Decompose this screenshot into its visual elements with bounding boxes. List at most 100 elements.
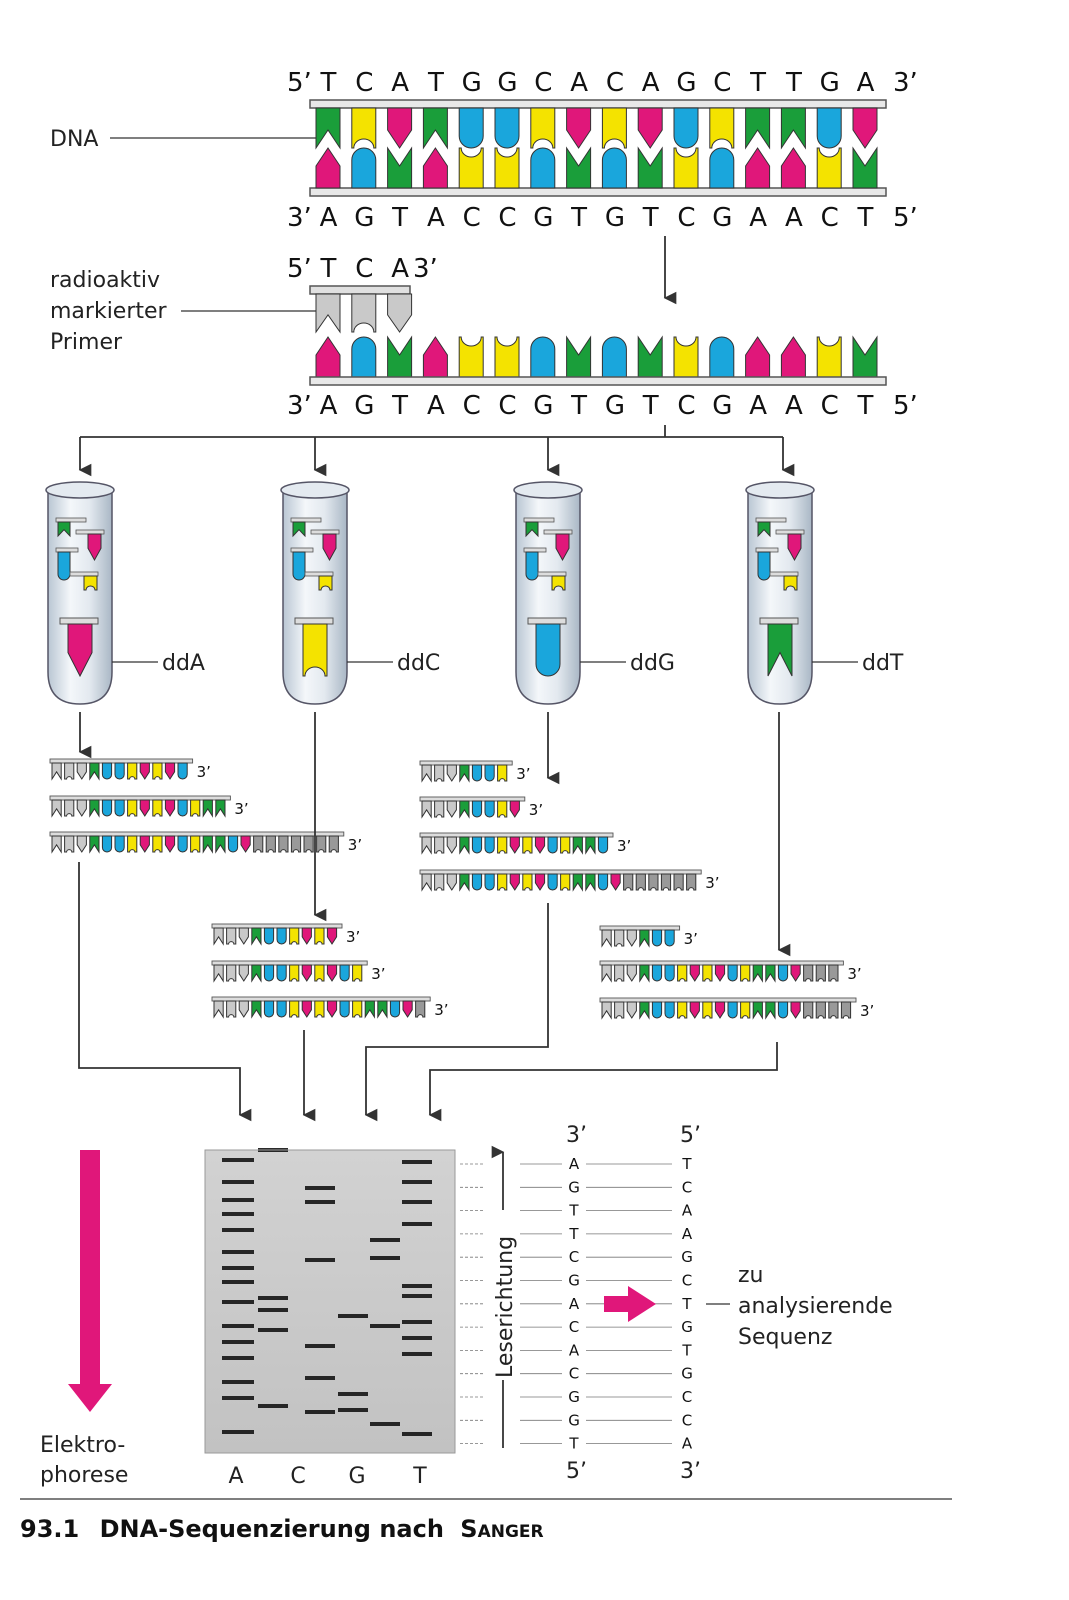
fragment-base-G: [471, 764, 483, 782]
fragment-base-C: [434, 764, 445, 782]
read-right-base: T: [681, 1295, 692, 1313]
reading-direction-label: Leserichtung: [493, 1236, 518, 1378]
gel-band: [402, 1284, 432, 1288]
read-right-top: 5’: [680, 1123, 701, 1148]
primer-label-line3: Primer: [50, 330, 123, 355]
fragment-base-G: [597, 836, 609, 854]
read-left-base: G: [568, 1178, 580, 1196]
fragment-base-C: [127, 799, 138, 817]
fragment-base-G: [664, 929, 675, 947]
fragment-base-T: [421, 764, 432, 783]
fragment-base-undefined: [815, 964, 826, 982]
fragment-base-C: [226, 927, 237, 945]
bottom-base-A: [780, 147, 806, 189]
gel-band: [402, 1200, 432, 1204]
fragment-base-G: [471, 873, 483, 891]
tube-nucleotide-T: [292, 521, 306, 538]
fragment-base-T: [601, 964, 612, 983]
tube-rim: [745, 481, 815, 499]
fragment-base-T: [421, 800, 432, 819]
fragment-base-A: [326, 964, 338, 982]
fragment-base-undefined: [303, 835, 314, 853]
gel-bands: [204, 1148, 456, 1454]
fragment-base-G: [389, 1000, 401, 1018]
bottom-strand-letter: G: [354, 203, 374, 233]
fragment-base-C: [152, 799, 163, 817]
fragment-base-G: [777, 1001, 789, 1019]
fragment-3prime: 3’: [684, 930, 698, 948]
primer-letter: A: [391, 254, 409, 284]
fragment-base-undefined: [278, 835, 289, 853]
tube-nucleotide-C: [783, 575, 798, 591]
fragment-base-C: [314, 927, 325, 945]
fragment-base-C: [226, 964, 237, 982]
gel-band: [222, 1212, 254, 1216]
top-strand-letter: T: [749, 68, 766, 98]
fragment-ddA-2: 3’: [49, 795, 249, 818]
tube-label-ddT: ddT: [862, 651, 904, 676]
fragment-base-G: [101, 835, 113, 853]
top-strand-letter: A: [570, 68, 588, 98]
fragment-base-G: [263, 964, 275, 982]
read-right-base: G: [681, 1365, 693, 1383]
tube-nucleotide-G: [757, 551, 771, 581]
fragment-base-undefined: [673, 873, 684, 891]
bottom-base-G: [601, 147, 627, 189]
top-base-C: [601, 107, 627, 149]
fragment-base-G: [484, 800, 495, 818]
fragment-base-A: [301, 964, 312, 982]
fragment-3prime: 3’: [434, 1001, 448, 1019]
fragment-base-G: [177, 762, 188, 780]
template-base-A: [745, 336, 771, 378]
fragment-base-C: [152, 835, 163, 853]
fragment-base-A: [139, 762, 150, 780]
fragment-base-C: [522, 836, 533, 854]
fragment-base-C: [560, 836, 571, 854]
top-base-G: [458, 107, 484, 149]
tube-ddG: ddG: [513, 481, 675, 705]
tube-rim: [280, 481, 350, 499]
fragment-base-T: [585, 836, 596, 855]
gel-lane-label-C: C: [290, 1464, 305, 1489]
fragment-ddC-1: 3’: [211, 923, 360, 946]
fragment-base-G: [547, 836, 558, 854]
electrophoresis-arrow-head: [68, 1384, 112, 1412]
tube-nucleotide-C: [318, 575, 333, 591]
bottom-base-A: [422, 147, 448, 189]
top-strand-letter: T: [320, 68, 337, 98]
fragment-base-G: [651, 964, 663, 982]
fragment-base-C: [434, 800, 445, 818]
top-base-C: [530, 107, 556, 149]
dideoxy-G: [535, 623, 561, 677]
caption-title: DNA-Sequenzierung nach: [100, 1515, 444, 1543]
fragment-ddT-1: 3’: [599, 925, 698, 948]
fragment-3prime: 3’: [234, 800, 248, 818]
bottom-strand-letter: G: [605, 203, 625, 233]
gel-band: [222, 1266, 254, 1270]
fragment-base-T: [765, 964, 776, 983]
sequence-label-line3: Sequenz: [738, 1325, 832, 1350]
template-base-G: [709, 336, 735, 378]
top-base-T: [780, 107, 806, 150]
fragment-base-A: [509, 800, 520, 818]
top-base-A: [566, 107, 592, 149]
tube-rim: [513, 481, 583, 499]
fragment-ddC-2: 3’: [211, 960, 386, 983]
template-letter: C: [821, 391, 839, 421]
fragment-base-T: [639, 929, 650, 948]
fragment-3prime: 3’: [705, 874, 719, 892]
electrophoresis-label-line1: Elektro-: [40, 1433, 125, 1458]
fragment-base-undefined: [815, 1001, 826, 1019]
fragment-base-G: [263, 927, 275, 945]
fragment-base-C: [152, 762, 163, 780]
fragment-base-C: [289, 1000, 300, 1018]
tube-nucleotide-A: [87, 533, 102, 562]
fragment-base-C: [352, 1000, 363, 1018]
gel-band: [370, 1238, 400, 1242]
tube-label-ddG: ddG: [630, 651, 675, 676]
fragment-base-C: [560, 873, 571, 891]
template-letter: T: [857, 391, 874, 421]
